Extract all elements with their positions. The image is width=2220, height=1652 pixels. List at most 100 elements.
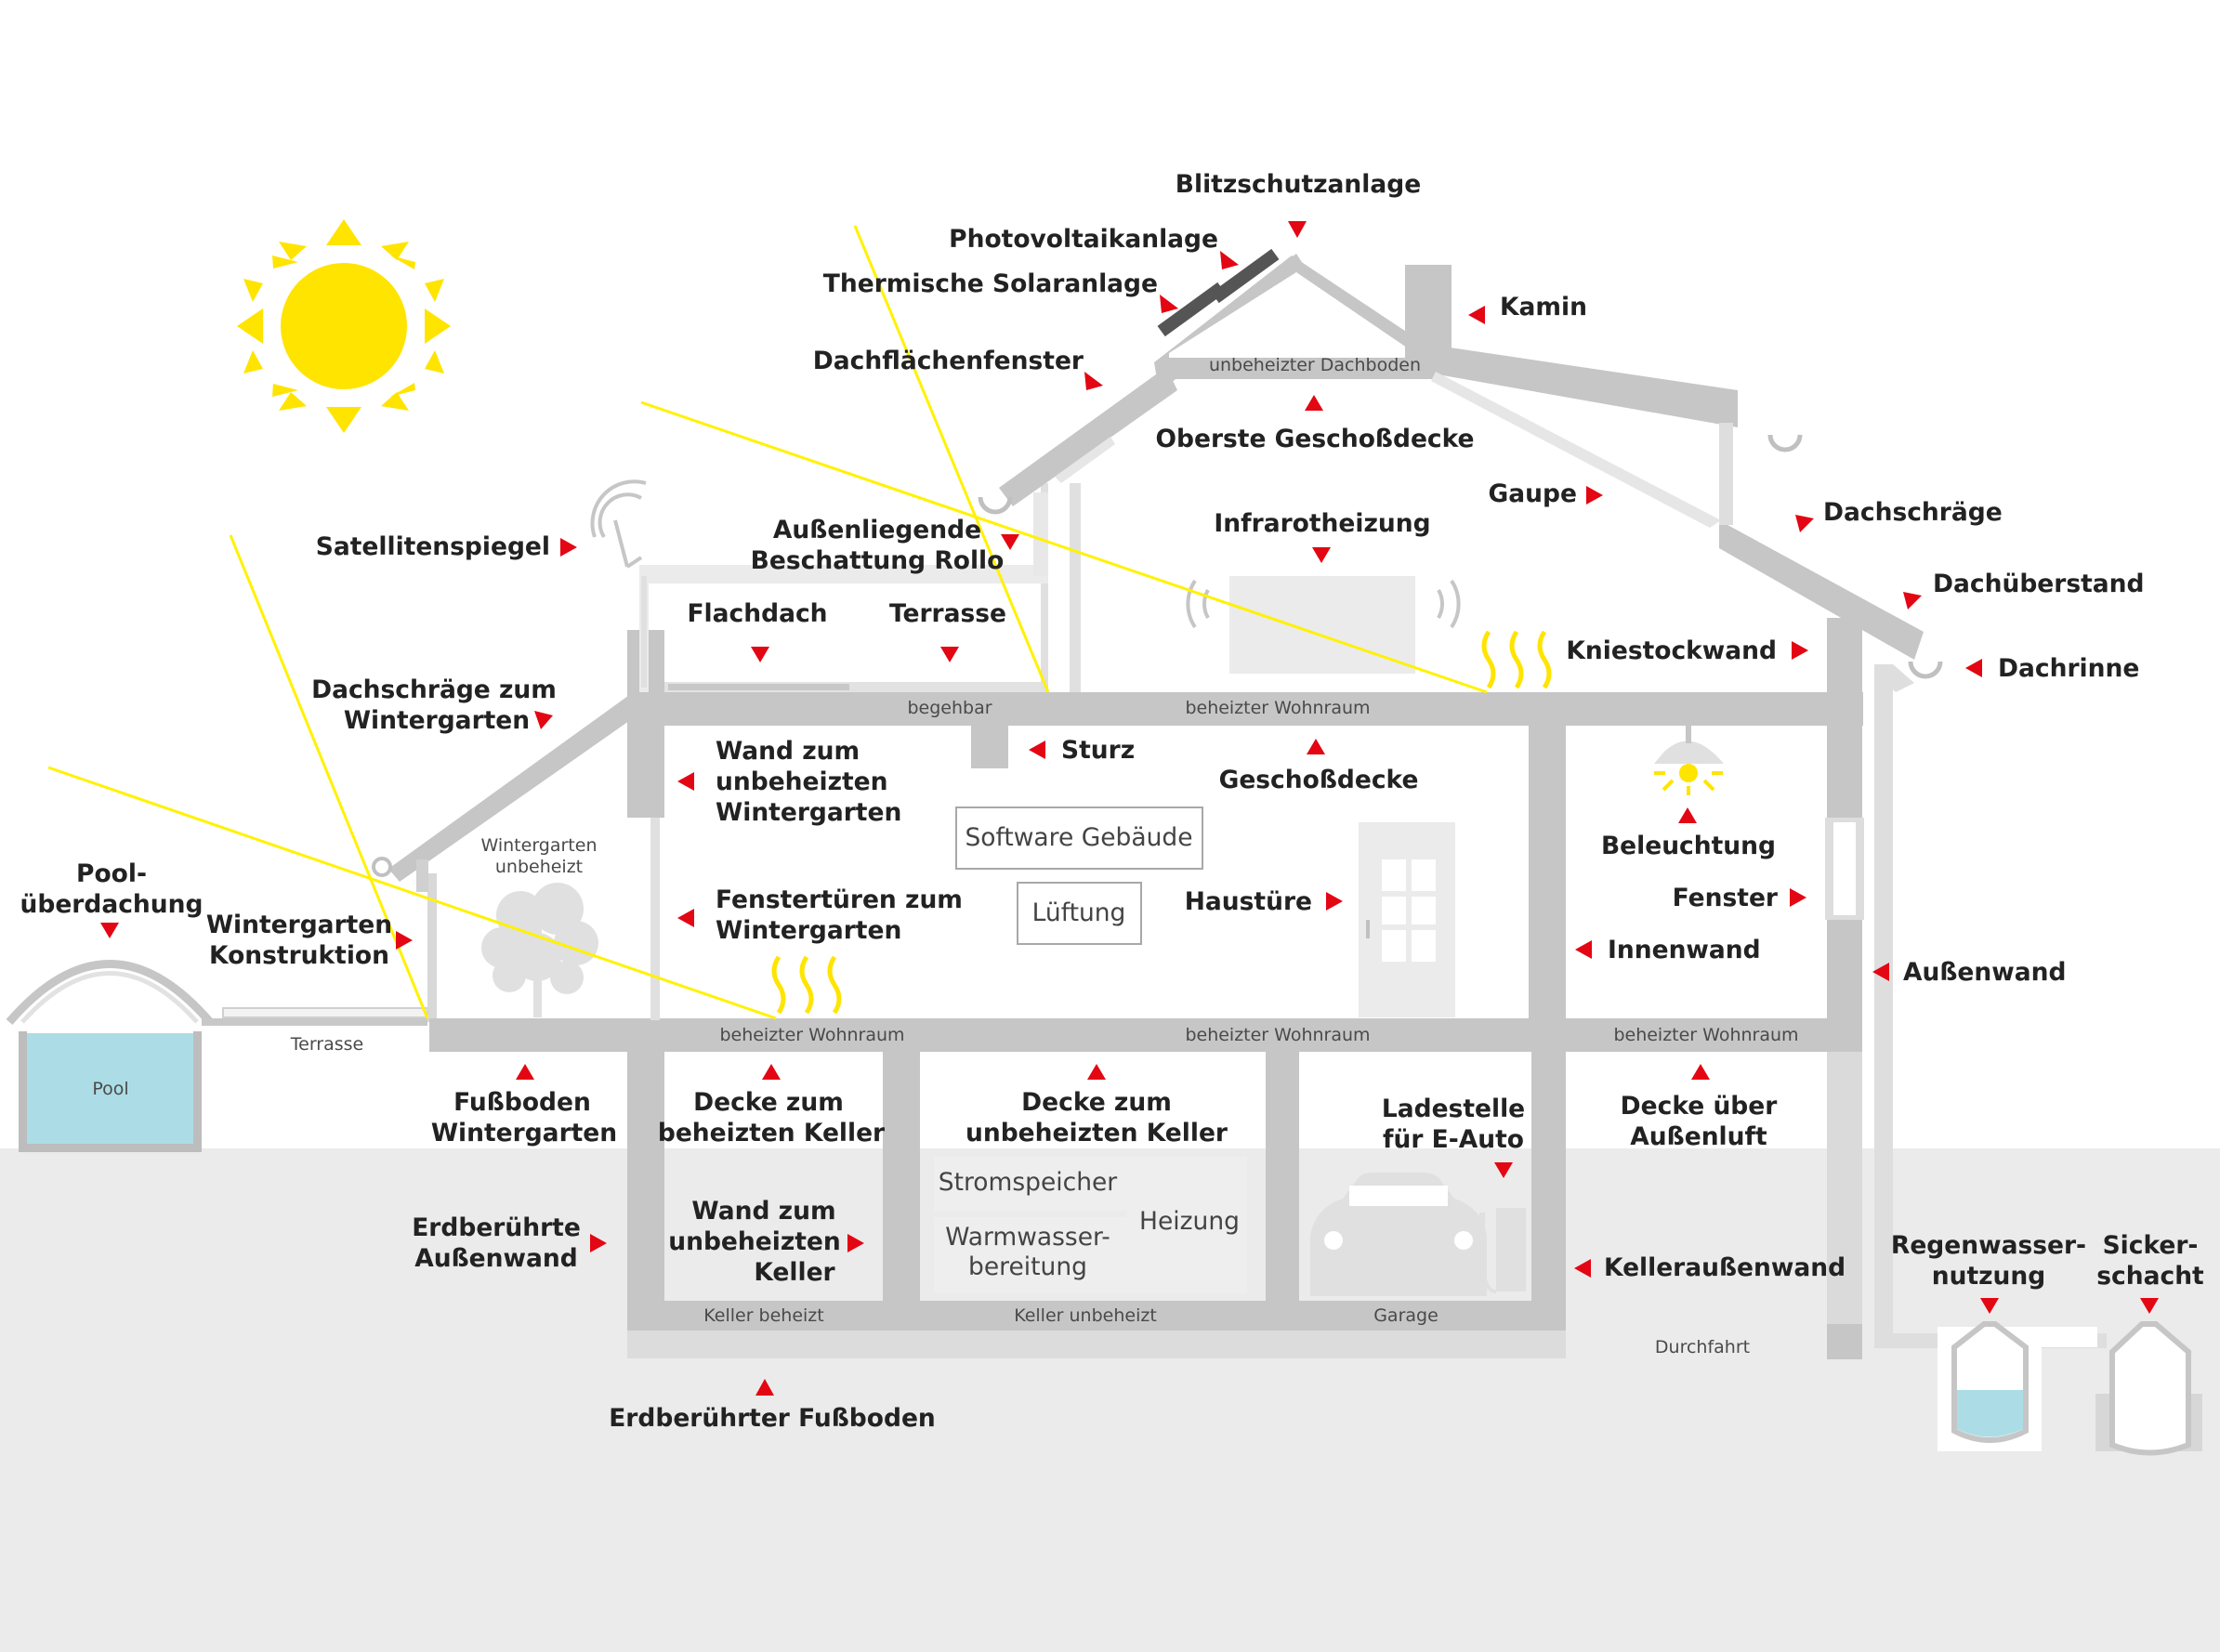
label-wg-konstruktion-1: Wintergarten — [206, 911, 392, 939]
marker-solarthermie — [1160, 295, 1178, 313]
marker-sickerschacht — [2140, 1298, 2159, 1314]
marker-infrarotheizung — [1312, 547, 1331, 563]
label-wand-keller-3: Keller — [754, 1258, 834, 1287]
pool: Pool — [6, 960, 214, 1152]
keller-beheizt-label: Keller beheizt — [703, 1305, 823, 1326]
label-geschossdecke: Geschoßdecke — [1219, 766, 1419, 794]
pool-label: Pool — [92, 1079, 128, 1099]
wintergarden-label-2: unbeheizt — [495, 857, 583, 877]
label-fenstertueren-1: Fenstertüren zum — [716, 885, 963, 914]
label-beschattung-2: Beschattung Rollo — [751, 546, 1005, 575]
marker-decke-aussenluft — [1691, 1064, 1710, 1080]
marker-innenwand — [1575, 940, 1592, 959]
label-terrasse-oben: Terrasse — [889, 599, 1006, 628]
label-wg-konstruktion-2: Konstruktion — [209, 941, 389, 970]
marker-fenstertueren — [677, 909, 694, 927]
lamp-icon — [1654, 725, 1724, 795]
sun-icon — [237, 219, 451, 433]
marker-dachrinne — [1965, 659, 1982, 677]
dachboden-label: unbeheizter Dachboden — [1209, 355, 1421, 375]
satellite-dish-icon — [590, 479, 647, 688]
wohnraum-label-og: beheizter Wohnraum — [1185, 698, 1370, 718]
label-decke-unbeheizt-2: unbeheizten Keller — [966, 1119, 1228, 1147]
garage-label: Garage — [1373, 1305, 1438, 1326]
lueftung-box: Lüftung — [1017, 882, 1142, 945]
marker-aussenwand — [1872, 963, 1889, 981]
label-kamin: Kamin — [1500, 293, 1587, 321]
marker-beleuchtung — [1678, 807, 1697, 823]
heizung-label: Heizung — [1139, 1207, 1240, 1236]
keller-unbeheizt-label: Keller unbeheizt — [1014, 1305, 1157, 1326]
marker-blitzschutz — [1288, 221, 1307, 238]
stromspeicher-label: Stromspeicher — [939, 1168, 1118, 1197]
label-wand-keller-1: Wand zum — [691, 1197, 835, 1226]
label-beleuchtung: Beleuchtung — [1601, 832, 1776, 860]
lueftung-box-label: Lüftung — [1032, 898, 1126, 927]
wintergarden-label-1: Wintergarten — [480, 835, 597, 856]
terrace-left: Terrasse — [202, 1007, 428, 1055]
door-icon — [1359, 822, 1455, 1017]
marker-pool-ueberdachung — [100, 923, 119, 938]
label-decke-unbeheizt-1: Decke zum — [1021, 1088, 1172, 1117]
label-dachschraege-wg-1: Dachschräge zum — [311, 675, 557, 704]
label-sickerschacht-2: schacht — [2096, 1262, 2204, 1291]
rain-tank-icon — [1938, 1321, 2097, 1451]
label-regenwasser-1: Regenwasser- — [1891, 1231, 2086, 1260]
marker-kamin — [1468, 306, 1485, 324]
marker-fussboden-wg — [516, 1064, 534, 1080]
marker-fenster — [1790, 888, 1806, 907]
label-ladestelle-2: für E-Auto — [1383, 1125, 1524, 1154]
marker-beschattung — [1001, 534, 1019, 550]
label-sickerschacht-1: Sicker- — [2103, 1231, 2199, 1260]
wohnraum-label-eg-3: beheizter Wohnraum — [1613, 1025, 1798, 1045]
label-dachschraege: Dachschräge — [1823, 498, 2003, 527]
wohnraum-label-eg-1: beheizter Wohnraum — [719, 1025, 904, 1045]
software-box: Software Gebäude — [955, 806, 1203, 870]
label-blitzschutz: Blitzschutzanlage — [1176, 170, 1421, 199]
marker-erdberuehrte-wand — [590, 1234, 607, 1252]
label-erdberuehrte-wand-2: Außenwand — [414, 1244, 577, 1273]
label-haustuere: Haustüre — [1185, 887, 1312, 916]
label-aussenwand: Außenwand — [1903, 958, 2066, 987]
label-gaupe: Gaupe — [1489, 479, 1577, 508]
label-oberste-geschossdecke: Oberste Geschoßdecke — [1155, 425, 1474, 453]
marker-haustuere — [1326, 892, 1343, 911]
marker-wg-konstruktion — [396, 931, 413, 950]
label-decke-beheizt-2: beheizten Keller — [658, 1119, 885, 1147]
panel-icon — [1211, 248, 1280, 304]
label-ladestelle-1: Ladestelle — [1382, 1095, 1525, 1123]
label-infrarotheizung: Infrarotheizung — [1214, 509, 1430, 538]
marker-sturz — [1029, 741, 1045, 759]
marker-ladestelle — [1494, 1162, 1513, 1178]
label-erdberuehrte-wand-1: Erdberührte — [412, 1213, 581, 1242]
label-sturz: Sturz — [1061, 736, 1135, 765]
marker-dachueberstand — [1903, 592, 1922, 610]
marker-dachflaechenfenster — [1084, 372, 1103, 390]
sun-rays — [47, 225, 1488, 1020]
durchfahrt-label: Durchfahrt — [1655, 1337, 1750, 1357]
label-dachflaechenfenster: Dachflächenfenster — [813, 347, 1084, 375]
marker-wand-keller — [847, 1234, 864, 1252]
wintergarden: Wintergarten unbeheizt — [372, 693, 648, 1022]
software-box-label: Software Gebäude — [965, 823, 1192, 852]
marker-flachdach — [751, 647, 769, 662]
terrace-label: Terrasse — [290, 1034, 364, 1055]
begehbar-label: begehbar — [907, 698, 992, 718]
label-decke-aussenluft-1: Decke über — [1621, 1092, 1778, 1121]
label-wand-wg-2: unbeheizten — [716, 767, 888, 796]
marker-gaupe — [1586, 486, 1603, 505]
marker-kelleraussenwand — [1574, 1259, 1591, 1278]
label-wand-keller-2: unbeheizten — [668, 1227, 841, 1256]
marker-kniestockwand — [1792, 641, 1808, 660]
label-solarthermie: Thermische Solaranlage — [823, 269, 1158, 298]
label-fussboden-wg-1: Fußboden — [453, 1088, 591, 1117]
label-dachrinne: Dachrinne — [1998, 654, 2139, 683]
warmwasser-label-2: bereitung — [968, 1252, 1087, 1281]
label-dachschraege-wg-2: Wintergarten — [344, 706, 530, 735]
car-icon — [1310, 1173, 1487, 1296]
label-wand-wg-3: Wintergarten — [716, 798, 901, 827]
marker-decke-beheizt — [762, 1064, 781, 1080]
label-pool-ueberdachung-2: überdachung — [20, 890, 203, 919]
label-beschattung-1: Außenliegende — [773, 516, 981, 544]
label-fenster: Fenster — [1673, 884, 1778, 912]
